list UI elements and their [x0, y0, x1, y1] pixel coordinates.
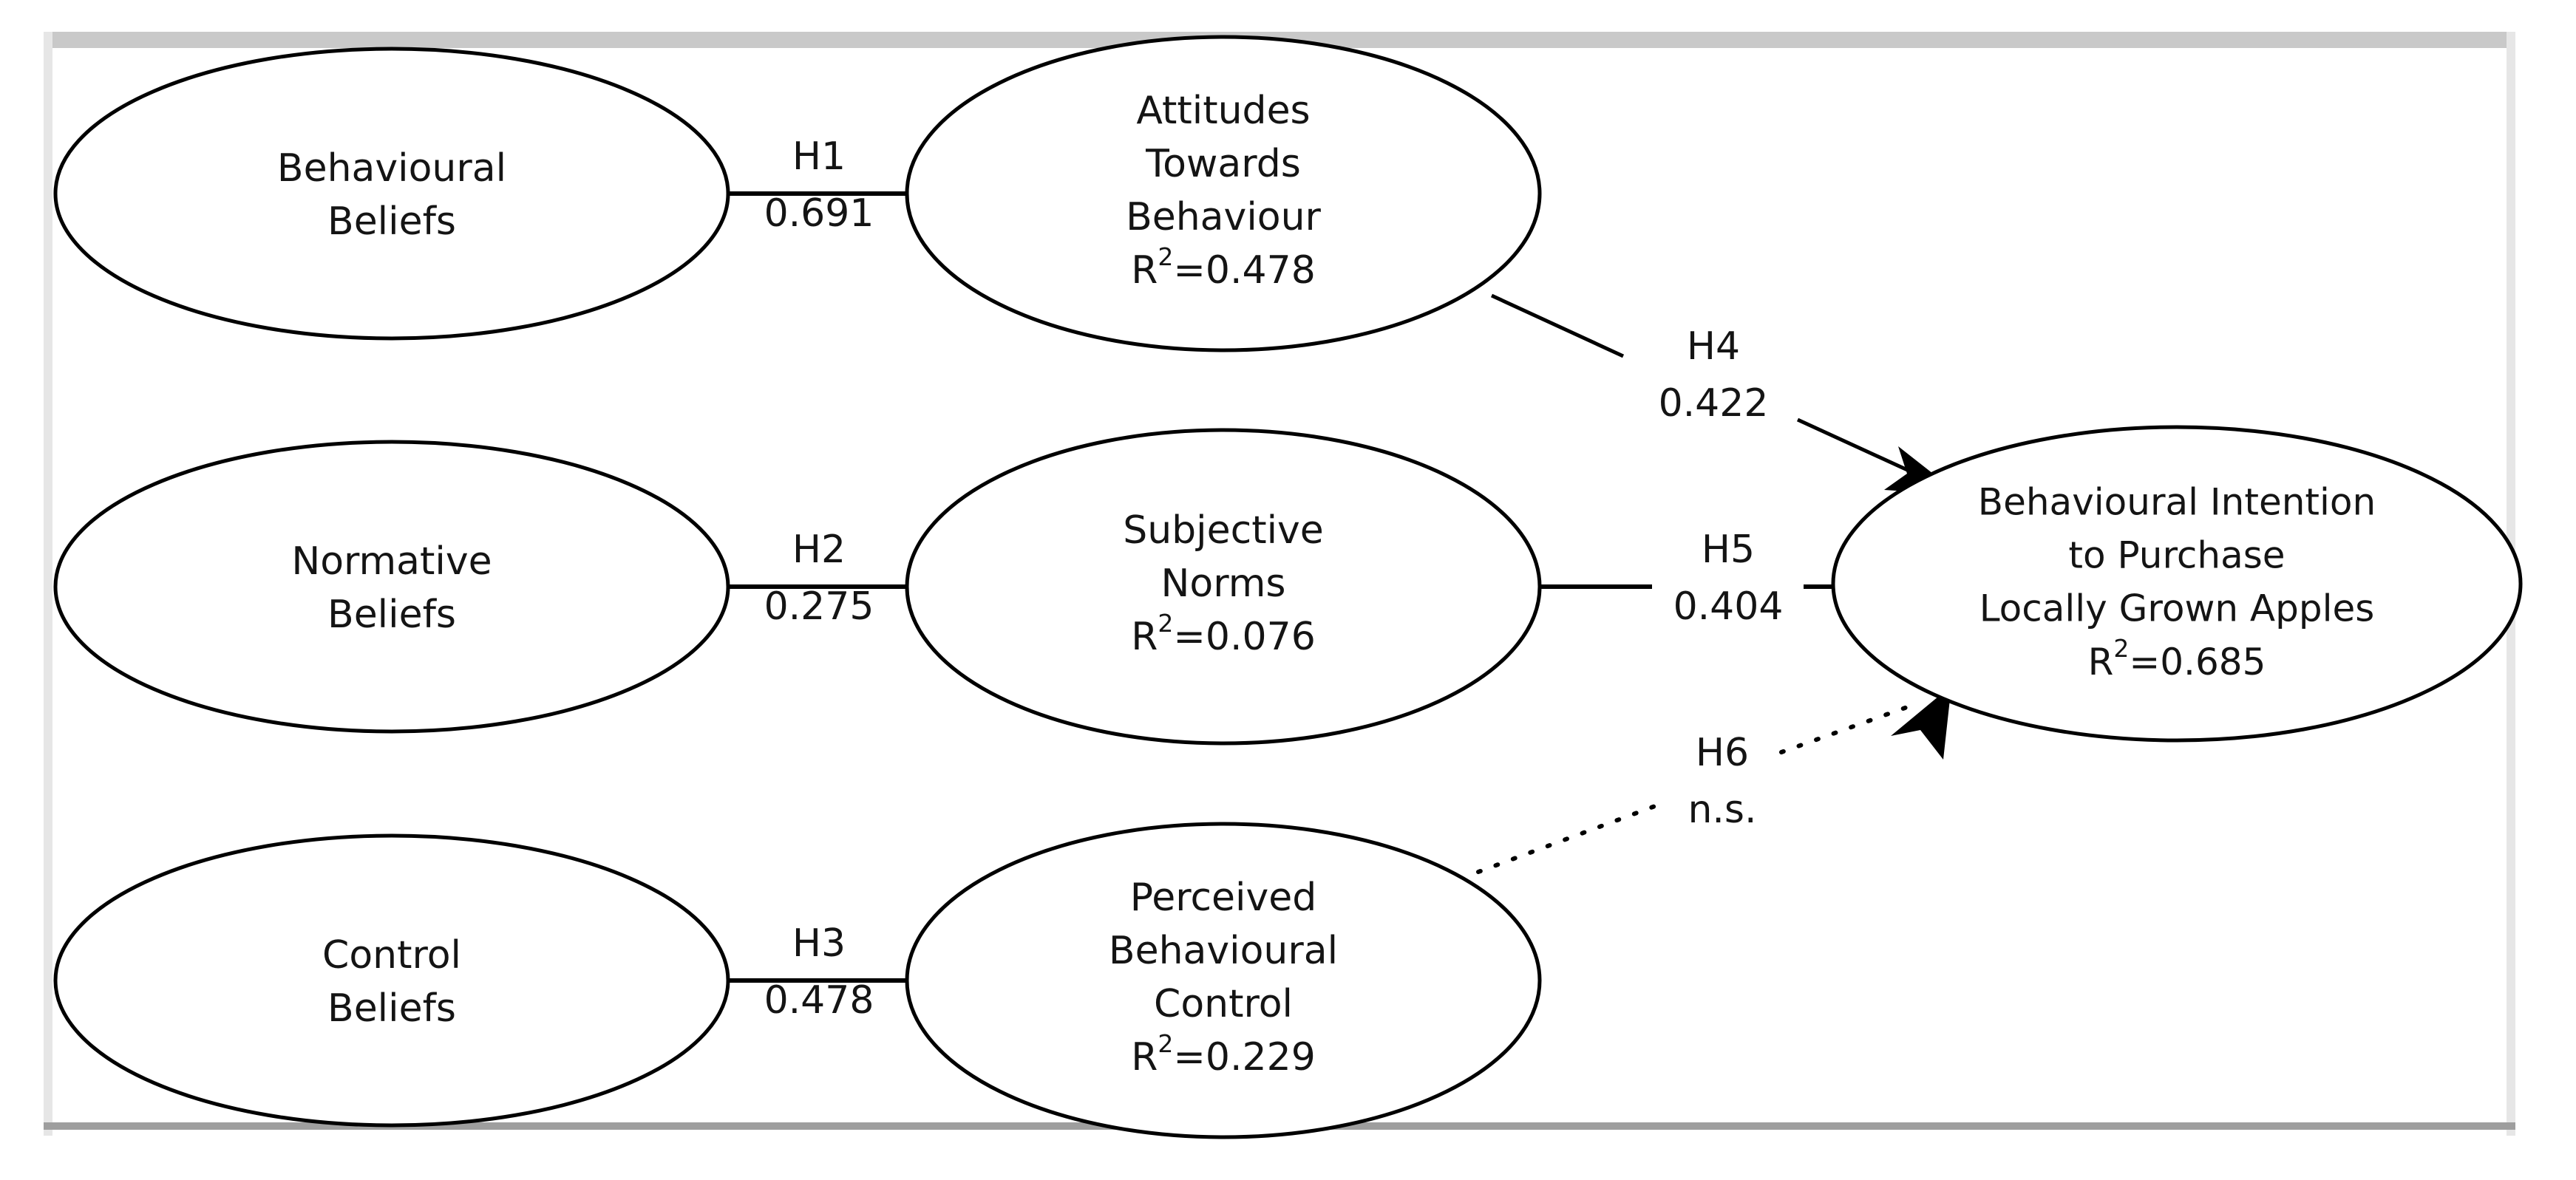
node-attitudes-towards-behaviour[interactable]: Attitudes Towards Behaviour R2=0.478 — [905, 35, 1542, 352]
node-behavioural-intention-line2: to Purchase — [2068, 534, 2285, 577]
node-control-beliefs[interactable]: Control Beliefs — [53, 833, 730, 1128]
node-behavioural-intention-shape[interactable] — [1831, 425, 2523, 743]
path-h6-coefficient: n.s. — [1688, 788, 1756, 832]
node-attitudes-towards-behaviour-shape[interactable] — [905, 35, 1542, 352]
node-attitudes-r2-value: =0.478 — [1173, 248, 1315, 293]
node-subjective-norms-line1: Subjective — [1123, 508, 1324, 553]
path-h4-coefficient: 0.422 — [1659, 381, 1769, 426]
path-h2-coefficient: 0.275 — [764, 584, 874, 629]
path-label-h2: H2 0.275 — [764, 528, 874, 629]
edge-h4-tail — [1796, 417, 1923, 479]
node-behavioural-intention-r2-value: =0.685 — [2129, 641, 2266, 683]
node-subjective-norms-line2: Norms — [1161, 562, 1286, 606]
path-label-h5: H5 0.404 — [1673, 528, 1784, 629]
node-subjective-norms-r2-exponent: 2 — [1158, 609, 1173, 638]
node-normative-beliefs-line1: Normative — [291, 539, 492, 584]
path-h2-hypothesis: H2 — [792, 528, 846, 572]
node-pbc-line2: Behavioural — [1109, 929, 1338, 973]
node-behavioural-intention-line3: Locally Grown Apples — [1979, 587, 2375, 630]
path-label-h3: H3 0.478 — [764, 921, 874, 1023]
node-behavioural-beliefs-line2: Beliefs — [327, 199, 456, 244]
node-behavioural-intention-r2-base: R — [2088, 641, 2114, 683]
node-normative-beliefs-line2: Beliefs — [327, 593, 456, 637]
node-attitudes-r2: R2=0.478 — [1131, 242, 1316, 293]
edge-h6-tail — [1779, 701, 1920, 754]
edge-h4-stub — [1490, 293, 1625, 358]
path-h5-coefficient: 0.404 — [1673, 584, 1784, 629]
node-normative-beliefs[interactable]: Normative Beliefs — [53, 440, 730, 734]
node-pbc-r2-exponent: 2 — [1158, 1029, 1173, 1058]
path-h1-coefficient: 0.691 — [764, 191, 874, 236]
node-behavioural-intention-r2-exponent: 2 — [2113, 634, 2129, 663]
path-label-h1: H1 0.691 — [764, 134, 874, 236]
node-attitudes-r2-exponent: 2 — [1158, 242, 1173, 271]
path-h1-hypothesis: H1 — [792, 134, 846, 179]
node-subjective-norms-shape[interactable] — [905, 428, 1542, 746]
path-h3-coefficient: 0.478 — [764, 978, 874, 1023]
node-subjective-norms[interactable]: Subjective Norms R2=0.076 — [905, 428, 1542, 746]
node-control-beliefs-shape[interactable] — [53, 833, 730, 1128]
node-pbc-line1: Perceived — [1130, 876, 1317, 920]
node-behavioural-beliefs[interactable]: Behavioural Beliefs — [53, 47, 730, 341]
node-attitudes-line1: Attitudes — [1136, 89, 1310, 133]
node-perceived-behavioural-control[interactable]: Perceived Behavioural Control R2=0.229 — [905, 822, 1542, 1139]
node-attitudes-line2: Towards — [1145, 142, 1301, 186]
node-behavioural-beliefs-line1: Behavioural — [277, 146, 506, 191]
node-subjective-norms-r2-base: R — [1131, 615, 1158, 659]
path-label-h4: H4 0.422 — [1659, 324, 1769, 426]
node-behavioural-intention-r2: R2=0.685 — [2088, 634, 2266, 683]
path-h6-hypothesis: H6 — [1696, 731, 1749, 775]
node-control-beliefs-line2: Beliefs — [327, 986, 456, 1031]
node-pbc-r2-base: R — [1131, 1035, 1158, 1080]
path-h5-hypothesis: H5 — [1702, 528, 1755, 572]
edge-h6 — [1476, 686, 1951, 874]
node-pbc-r2: R2=0.229 — [1131, 1029, 1316, 1080]
node-pbc-r2-value: =0.229 — [1173, 1035, 1315, 1080]
node-subjective-norms-r2-value: =0.076 — [1173, 615, 1315, 659]
edge-h6-arrowhead — [1891, 686, 1951, 760]
path-label-h6: H6 n.s. — [1688, 731, 1756, 832]
node-attitudes-r2-base: R — [1131, 248, 1158, 293]
node-behavioural-intention-line1: Behavioural Intention — [1978, 481, 2376, 524]
edge-h6-stub — [1476, 799, 1669, 874]
node-attitudes-line3: Behaviour — [1126, 195, 1321, 239]
frame-left-edge — [44, 32, 52, 1136]
node-normative-beliefs-shape[interactable] — [53, 440, 730, 734]
node-perceived-behavioural-control-shape[interactable] — [905, 822, 1542, 1139]
node-subjective-norms-r2: R2=0.076 — [1131, 609, 1316, 659]
node-behavioural-beliefs-shape[interactable] — [53, 47, 730, 341]
node-control-beliefs-line1: Control — [322, 933, 461, 978]
node-behavioural-intention[interactable]: Behavioural Intention to Purchase Locall… — [1831, 425, 2523, 743]
path-h3-hypothesis: H3 — [792, 921, 846, 966]
node-pbc-line3: Control — [1154, 982, 1293, 1026]
path-h4-hypothesis: H4 — [1687, 324, 1740, 369]
